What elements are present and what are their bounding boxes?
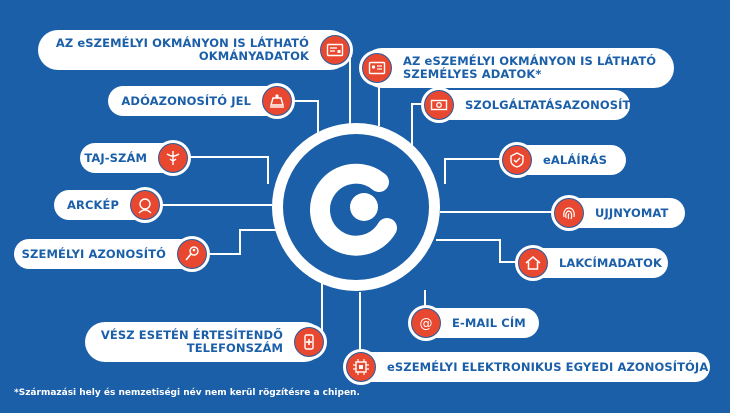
node-label: AZ eSZEMÉLYI OKMÁNYON IS LÁTHATÓ SZEMÉLY… <box>403 54 657 81</box>
banknote-icon <box>421 87 457 123</box>
id-card-icon <box>317 32 353 68</box>
node-szemelyi-azonosito: SZEMÉLYI AZONOSÍTÓ <box>14 236 210 272</box>
node-email: @ E-MAIL CÍM <box>408 305 539 341</box>
node-vesz-eseten: VÉSZ ESETÉN ÉRTESÍTENDŐ TELEFONSZÁM <box>85 322 327 362</box>
person-search-icon <box>174 236 210 272</box>
personal-card-icon <box>359 50 395 86</box>
node-adoazonosito: ADÓAZONOSÍTÓ JEL <box>108 83 295 119</box>
node-lakcimadatok: LAKCÍMADATOK <box>515 245 668 281</box>
node-label: AZ eSZEMÉLYI OKMÁNYON IS LÁTHATÓ OKMÁNYA… <box>55 36 309 63</box>
node-arckep: ARCKÉP <box>54 187 163 223</box>
home-icon <box>515 245 551 281</box>
node-label: SZOLGÁLTATÁSAZONOSÍTÓ <box>465 97 641 112</box>
signature-badge-icon <box>499 142 535 178</box>
caduceus-icon <box>155 140 191 176</box>
node-tajszam: TAJ-SZÁM <box>80 140 191 176</box>
footnote: *Származási hely és nemzetiségi név nem … <box>14 388 360 398</box>
node-label: SZEMÉLYI AZONOSÍTÓ <box>21 246 166 261</box>
node-label: LAKCÍMADATOK <box>559 255 662 270</box>
node-label: eSZEMÉLYI ELEKTRONIKUS EGYEDI AZONOSÍTÓJ… <box>387 359 709 374</box>
node-label: UJJNYOMAT <box>595 205 669 220</box>
face-icon <box>127 187 163 223</box>
emergency-phone-icon <box>291 324 327 360</box>
node-label: VÉSZ ESETÉN ÉRTESÍTENDŐ TELEFONSZÁM <box>100 328 283 355</box>
tax-icon <box>259 83 295 119</box>
node-ujjnyomat: UJJNYOMAT <box>551 195 685 231</box>
svg-text:@: @ <box>420 317 433 332</box>
node-label: eALÁÍRÁS <box>543 152 608 167</box>
e-logo-icon <box>310 163 397 256</box>
node-label: ARCKÉP <box>67 197 119 212</box>
node-label: ADÓAZONOSÍTÓ JEL <box>121 93 251 108</box>
fingerprint-icon <box>551 195 587 231</box>
hub-circle <box>272 123 440 291</box>
node-ealairas: eALÁÍRÁS <box>499 142 626 178</box>
node-okmanyadatok: AZ eSZEMÉLYI OKMÁNYON IS LÁTHATÓ OKMÁNYA… <box>38 30 353 70</box>
node-szemelyes-adatok: AZ eSZEMÉLYI OKMÁNYON IS LÁTHATÓ SZEMÉLY… <box>359 48 674 88</box>
chip-icon <box>343 349 379 385</box>
node-label: TAJ-SZÁM <box>84 150 147 165</box>
node-label: E-MAIL CÍM <box>452 315 526 330</box>
hub-inner <box>283 134 429 280</box>
node-elektronikus-azonosito: eSZEMÉLYI ELEKTRONIKUS EGYEDI AZONOSÍTÓJ… <box>343 349 710 385</box>
node-szolgaltatasazonosito: SZOLGÁLTATÁSAZONOSÍTÓ <box>421 87 640 123</box>
at-icon: @ <box>408 305 444 341</box>
